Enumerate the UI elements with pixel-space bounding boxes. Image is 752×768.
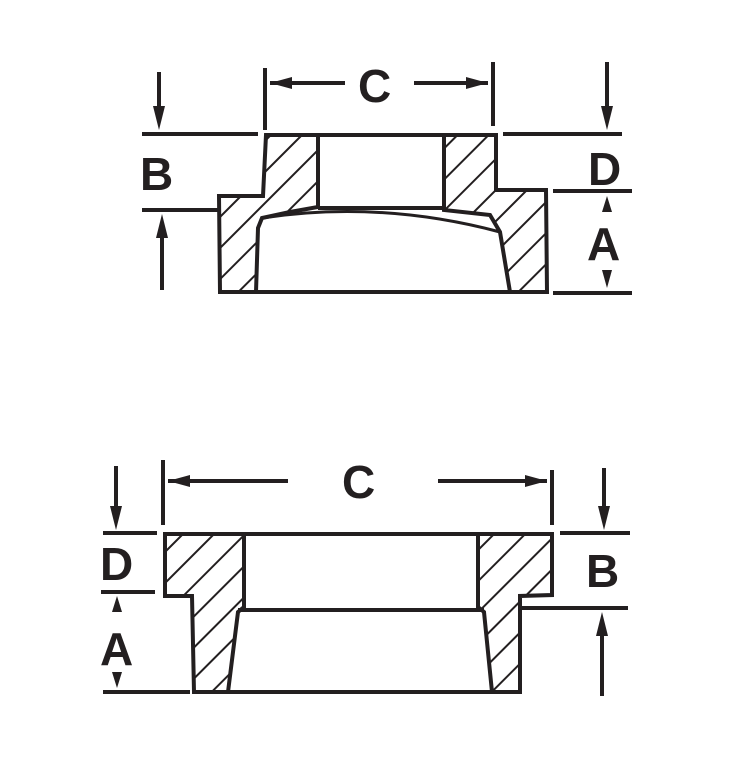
arrow-down-icon: [602, 270, 612, 288]
arrow-up-icon: [156, 214, 168, 238]
right-wall-section: [442, 133, 550, 294]
arrow-down-icon: [153, 106, 165, 130]
arrow-right-icon: [466, 77, 488, 89]
arrow-down-icon: [112, 672, 122, 688]
arrow-down-icon: [110, 506, 122, 530]
left-wall-section: [216, 133, 320, 294]
bottom-label-d: D: [100, 538, 133, 590]
top-label-a: A: [587, 218, 620, 270]
arrow-up-icon: [112, 596, 122, 612]
arrow-down-icon: [598, 506, 610, 530]
bottom-figure: [101, 460, 630, 696]
arrow-left-icon: [270, 77, 292, 89]
top-figure: [142, 62, 632, 295]
bottom-label-a: A: [100, 623, 133, 675]
bottom-label-b: B: [586, 545, 619, 597]
arrow-up-icon: [602, 196, 612, 212]
top-label-b: B: [140, 148, 173, 200]
right-wall-section: [476, 532, 554, 694]
arrow-left-icon: [168, 475, 190, 487]
bottom-label-c: C: [342, 456, 375, 508]
top-label-d: D: [588, 143, 621, 195]
top-label-c: C: [358, 60, 391, 112]
arrow-down-icon: [601, 106, 613, 130]
arrow-right-icon: [525, 475, 547, 487]
arrow-up-icon: [596, 612, 608, 636]
left-wall-section: [163, 532, 246, 694]
